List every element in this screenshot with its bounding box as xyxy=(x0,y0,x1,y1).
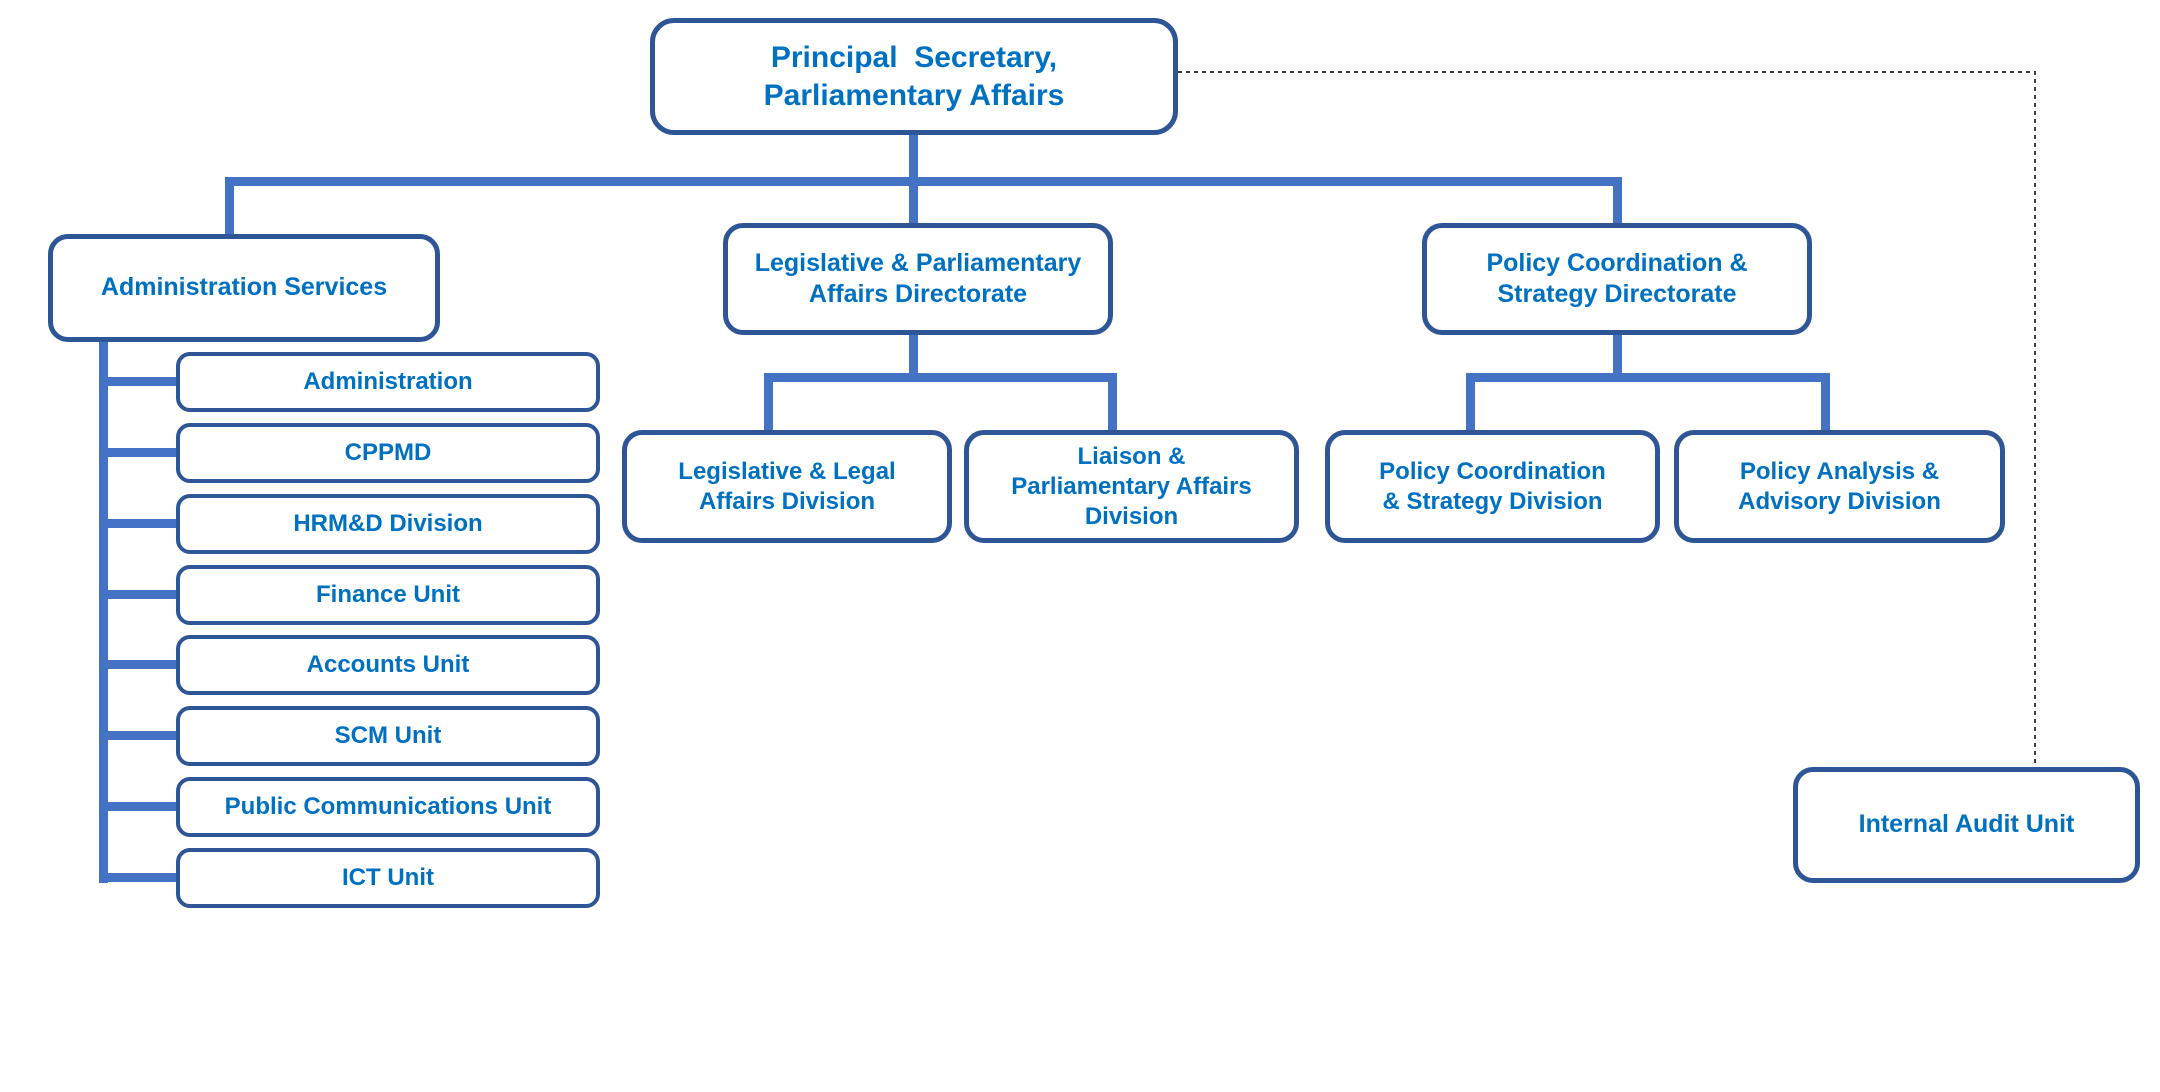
connector-root-stem xyxy=(909,135,918,182)
connector-stub-hrmd xyxy=(99,519,180,528)
node-label: Administration Services xyxy=(100,273,388,302)
connector-drop-legislative-directorate xyxy=(909,177,918,223)
node-label: Finance Unit xyxy=(315,581,460,608)
node-label: Policy Coordination & Strategy Directora… xyxy=(1486,248,1748,308)
connector-admin-trunk xyxy=(99,342,108,883)
node-policy-analysis-division: Policy Analysis & Advisory Division xyxy=(1674,430,2005,543)
connector-level1-bar xyxy=(225,177,1622,186)
connector-stub-ict xyxy=(99,873,180,882)
node-unit-ict: ICT Unit xyxy=(176,848,600,908)
node-legislative-parliamentary-directorate: Legislative & Parliamentary Affairs Dire… xyxy=(723,223,1113,335)
node-label: CPPMD xyxy=(344,439,432,466)
connector-dotted-horizontal-internal-audit xyxy=(1178,71,2036,73)
connector-policy-bar xyxy=(1466,373,1830,382)
node-label: Internal Audit Unit xyxy=(1858,810,2075,839)
node-unit-hrmd-division: HRM&D Division xyxy=(176,494,600,554)
connector-drop-policy-coordination xyxy=(1466,373,1475,430)
connector-stub-accounts xyxy=(99,660,180,669)
node-label: ICT Unit xyxy=(342,864,434,891)
node-label: Administration xyxy=(303,368,473,395)
connector-drop-policy-directorate xyxy=(1613,177,1622,223)
connector-drop-legislative-legal xyxy=(764,373,773,430)
connector-drop-liaison xyxy=(1108,373,1117,430)
node-administration-services: Administration Services xyxy=(48,234,440,342)
node-label: Accounts Unit xyxy=(306,651,470,678)
node-liaison-parliamentary-division: Liaison & Parliamentary Affairs Division xyxy=(964,430,1299,543)
node-label: Legislative & Legal Affairs Division xyxy=(678,457,896,515)
node-label: Public Communications Unit xyxy=(224,793,552,820)
node-principal-secretary: Principal Secretary, Parliamentary Affai… xyxy=(650,18,1178,135)
node-unit-cppmd: CPPMD xyxy=(176,423,600,483)
connector-stub-scm xyxy=(99,731,180,740)
connector-legislative-bar xyxy=(764,373,1117,382)
node-label: Policy Analysis & Advisory Division xyxy=(1738,457,1941,515)
node-label: Policy Coordination & Strategy Division xyxy=(1379,457,1606,515)
node-label: Legislative & Parliamentary Affairs Dire… xyxy=(754,248,1082,308)
node-unit-finance: Finance Unit xyxy=(176,565,600,625)
node-unit-accounts: Accounts Unit xyxy=(176,635,600,695)
node-label: Principal Secretary, Parliamentary Affai… xyxy=(763,41,1065,112)
connector-policy-stem xyxy=(1613,335,1622,382)
connector-stub-cppmd xyxy=(99,448,180,457)
node-unit-public-communications: Public Communications Unit xyxy=(176,777,600,837)
node-unit-administration: Administration xyxy=(176,352,600,412)
connector-stub-administration xyxy=(99,377,180,386)
connector-drop-policy-analysis xyxy=(1821,373,1830,430)
node-label: Liaison & Parliamentary Affairs Division xyxy=(1011,442,1252,530)
node-policy-coordination-directorate: Policy Coordination & Strategy Directora… xyxy=(1422,223,1812,335)
node-legislative-legal-division: Legislative & Legal Affairs Division xyxy=(622,430,952,543)
node-label: HRM&D Division xyxy=(293,510,483,537)
connector-stub-public-communications xyxy=(99,802,180,811)
node-policy-coordination-division: Policy Coordination & Strategy Division xyxy=(1325,430,1660,543)
node-unit-scm: SCM Unit xyxy=(176,706,600,766)
node-label: SCM Unit xyxy=(334,722,442,749)
node-internal-audit-unit: Internal Audit Unit xyxy=(1793,767,2140,883)
connector-dotted-vertical-internal-audit xyxy=(2034,71,2036,767)
connector-legislative-stem xyxy=(909,335,918,382)
connector-drop-administration-services xyxy=(225,177,234,234)
connector-stub-finance xyxy=(99,590,180,599)
